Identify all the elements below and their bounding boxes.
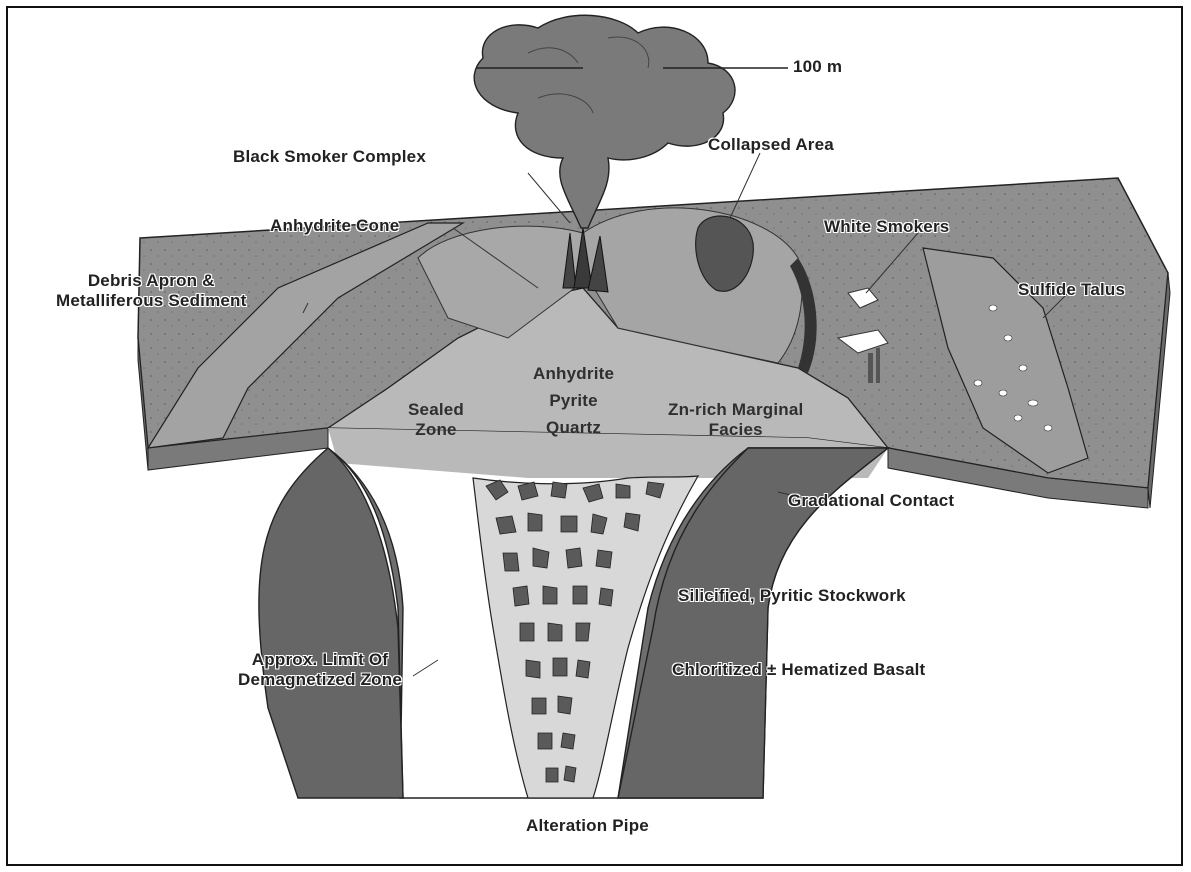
diagram-frame: 100 m Black Smoker Complex Collapsed Are… [6,6,1183,866]
scale-bar-label: 100 m [793,57,842,77]
label-mound-core: Anhydrite Pyrite Quartz [533,360,614,441]
label-sealed-zone: Sealed Zone [408,400,464,440]
label-anhydrite-cone: Anhydrite Cone [270,216,399,236]
label-alteration-pipe: Alteration Pipe [526,816,649,836]
label-zn-rich-facies: Zn-rich Marginal Facies [668,400,803,440]
label-black-smoker-complex: Black Smoker Complex [233,147,426,167]
black-smoker-plume [474,15,735,228]
label-collapsed-area: Collapsed Area [708,135,834,155]
label-stockwork: Silicified, Pyritic Stockwork [678,586,906,606]
label-demagnetized-zone: Approx. Limit Of Demagnetized Zone [238,650,402,690]
label-white-smokers: White Smokers [824,217,949,237]
label-sulfide-talus: Sulfide Talus [1018,280,1125,300]
label-debris-apron: Debris Apron & Metalliferous Sediment [56,271,247,311]
label-basalt: Chloritized ± Hematized Basalt [672,660,925,680]
label-gradational-contact: Gradational Contact [788,491,954,511]
